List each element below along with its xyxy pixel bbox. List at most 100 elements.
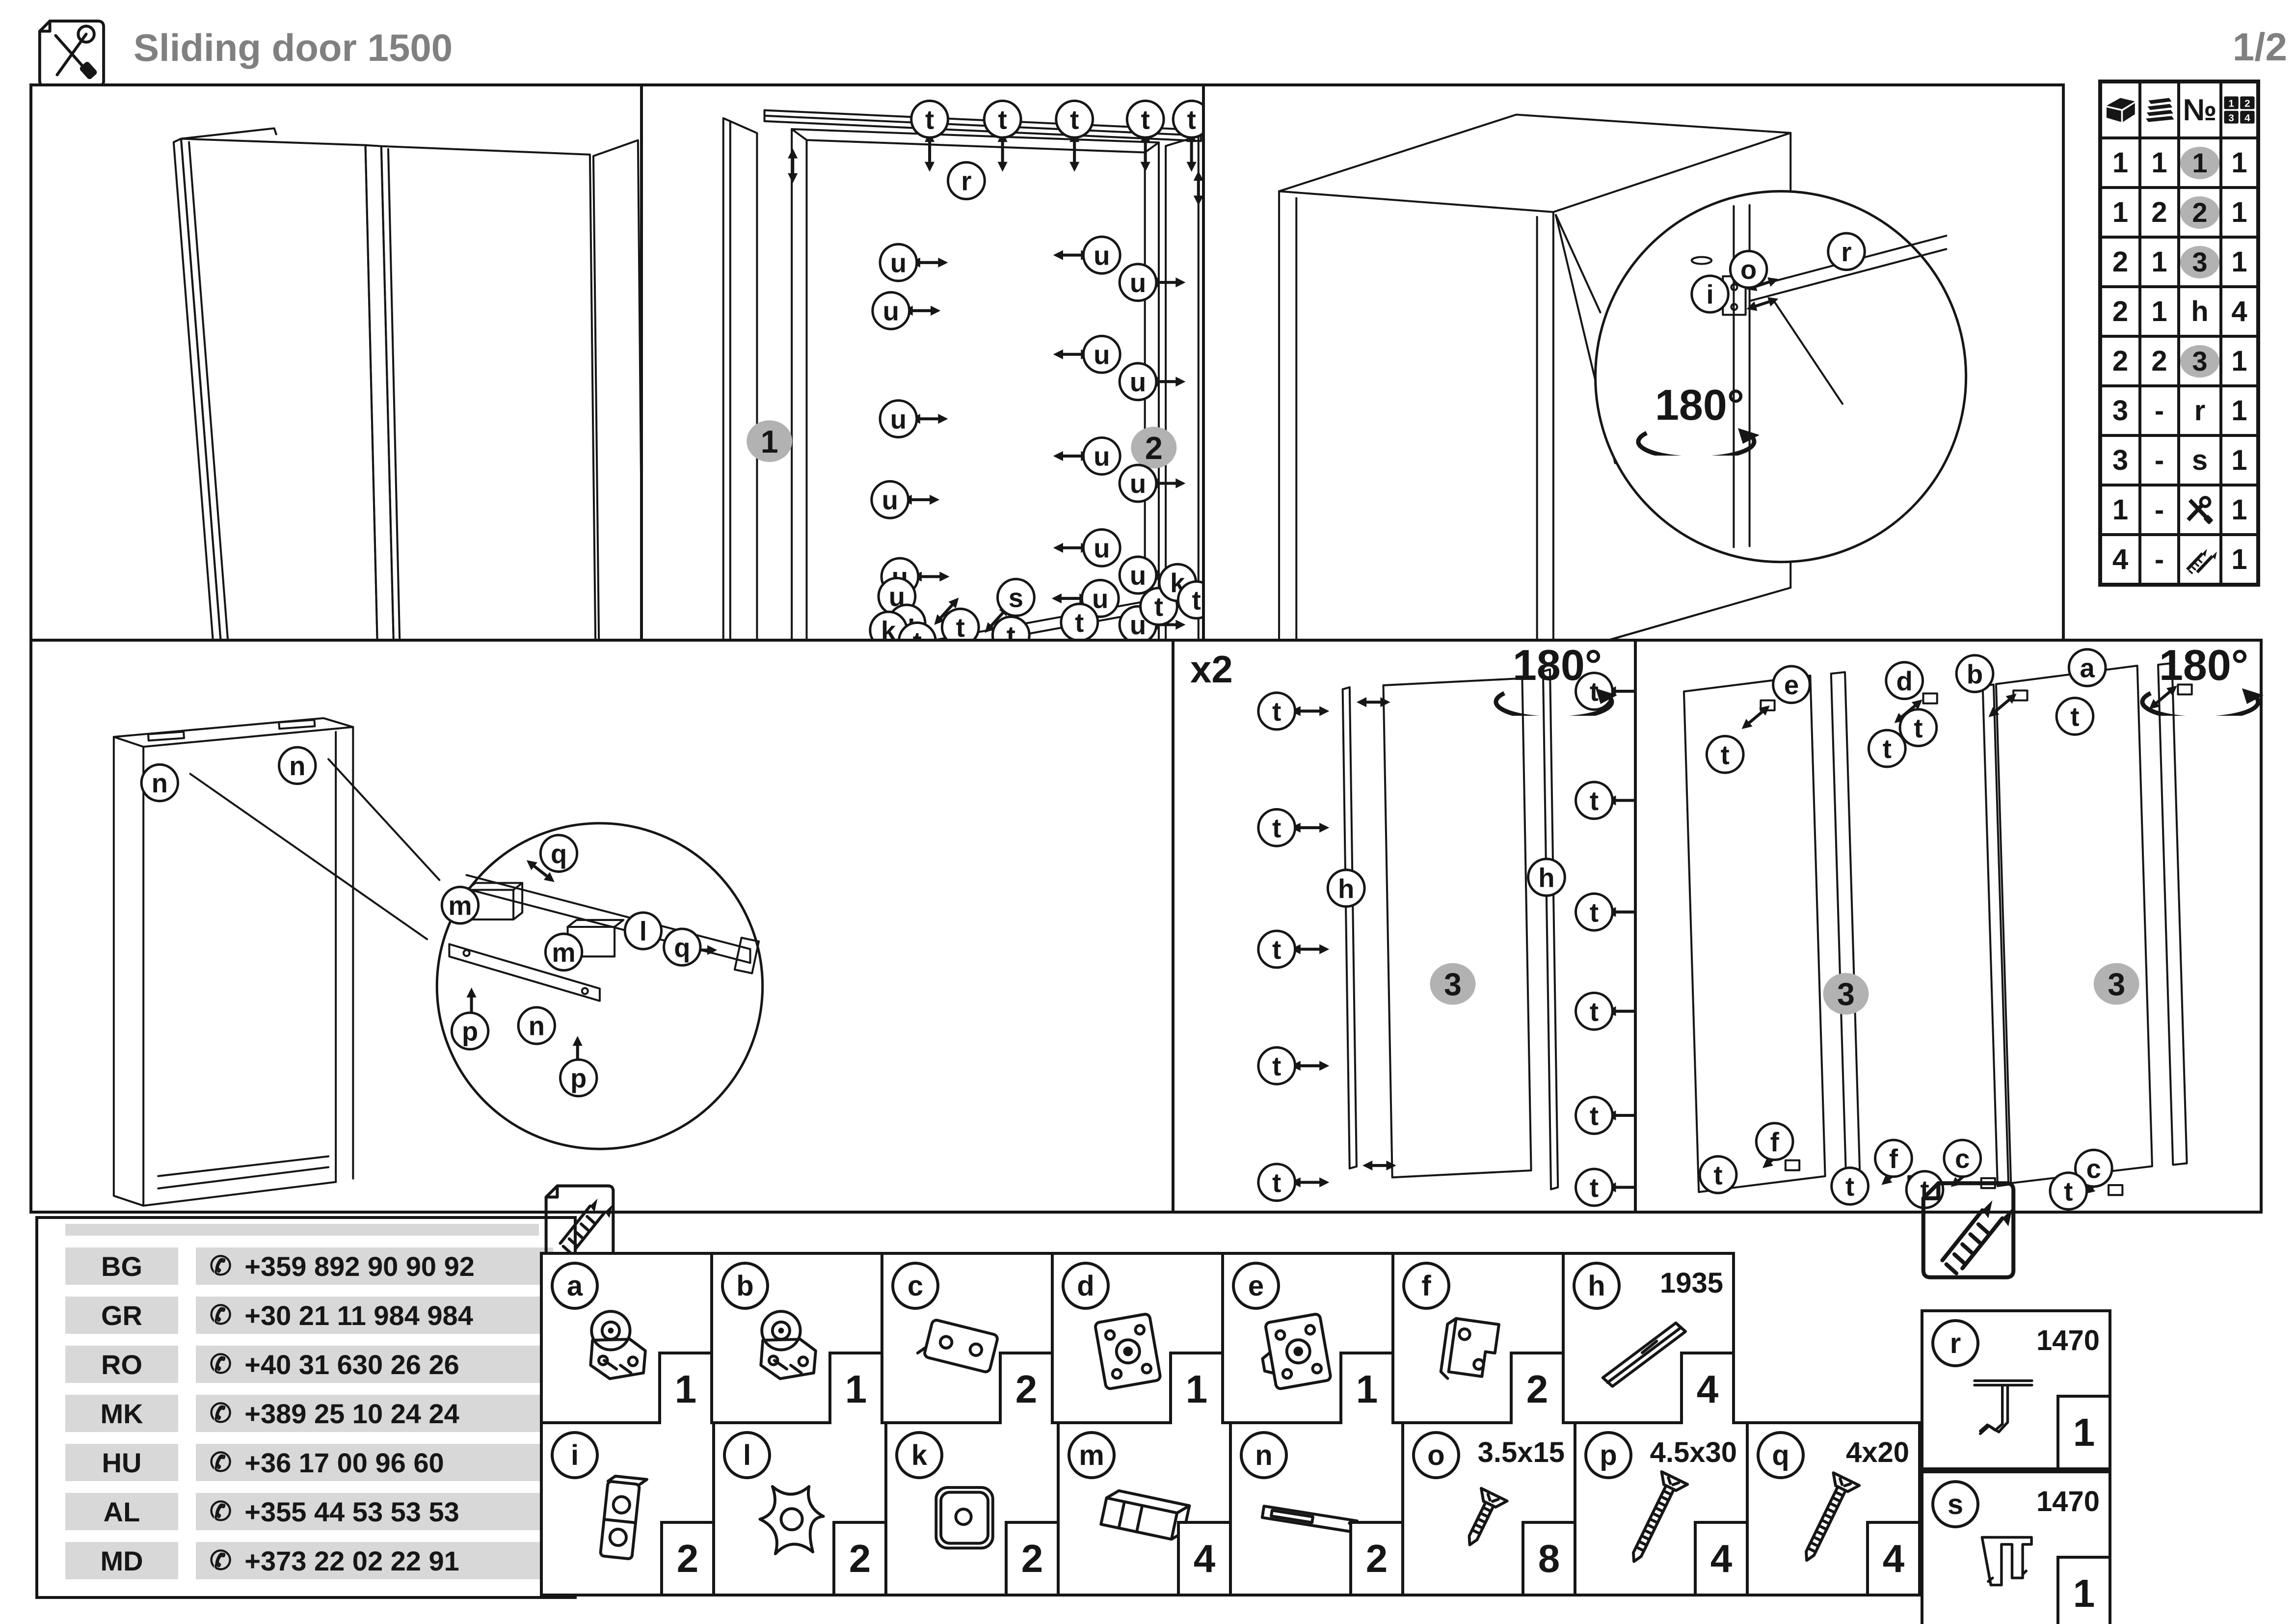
phone-row: AL✆+355 44 53 53 53	[65, 1493, 574, 1530]
phone-number-cell: ✆+355 44 53 53 53	[196, 1493, 553, 1530]
box-count-cell: 2	[2101, 287, 2140, 336]
part-quantity-label: 2	[1349, 1521, 1401, 1594]
phone-number-label: +36 17 00 96 60	[244, 1447, 444, 1478]
svg-text:t: t	[1007, 621, 1015, 645]
mount-plate-icon	[1094, 1313, 1162, 1390]
sheet-count-cell: 1	[2140, 138, 2179, 188]
step-number-badge: 1	[2180, 146, 2219, 179]
part-label-badge: t	[1172, 99, 1208, 139]
part-quantity-label: 2	[660, 1521, 712, 1594]
part-label-badge: b	[1955, 654, 1995, 694]
country-code-label: RO	[65, 1346, 178, 1383]
page-number: 1/2	[2232, 25, 2287, 69]
direction-arrow-icon	[1988, 693, 2017, 717]
svg-text:b: b	[1967, 659, 1983, 689]
part-quantity-label: 4	[1694, 1521, 1746, 1594]
phone-icon: ✆	[210, 1251, 232, 1281]
part-label-badge: u	[1118, 463, 1158, 503]
country-code-label: MD	[65, 1542, 178, 1579]
part-label-badge: t	[1176, 580, 1208, 620]
phone-number-label: +373 22 02 22 91	[244, 1545, 459, 1576]
svg-text:2: 2	[2244, 98, 2250, 109]
part-letter-badge: h	[1573, 1262, 1621, 1310]
phone-row: GR✆+30 21 11 984 984	[65, 1297, 574, 1334]
part-label-badge: t	[1257, 808, 1297, 847]
screw-icon	[1632, 1470, 1689, 1563]
phone-number-cell: ✆+30 21 11 984 984	[196, 1297, 553, 1334]
item-ref-cell	[2179, 535, 2221, 584]
part-label-badge: t	[1055, 99, 1095, 139]
part-size-label: 3.5x15	[1477, 1436, 1565, 1468]
part-label-badge: d	[1885, 661, 1924, 701]
rail-profile-icon	[1601, 1321, 1687, 1388]
item-ref-cell: h	[2179, 287, 2221, 336]
item-ref-cell: 3	[2179, 237, 2221, 287]
phone-row: RO✆+40 31 630 26 26	[65, 1346, 574, 1383]
clipped-row	[65, 1224, 539, 1236]
quantity-cell: 1	[2221, 188, 2258, 237]
top-track-detail-drawing: ior	[1278, 113, 1968, 645]
rotate-arrow-icon	[1636, 428, 1760, 456]
sheet-count-cell: 1	[2140, 237, 2179, 287]
svg-text:t: t	[1141, 105, 1150, 135]
part-label-badge: u	[1082, 528, 1121, 568]
svg-text:t: t	[1721, 740, 1730, 770]
phone-row: HU✆+36 17 00 96 60	[65, 1444, 574, 1481]
svg-text:u: u	[1130, 561, 1146, 591]
part-size-label: 1935	[1659, 1267, 1723, 1299]
svg-text:p: p	[570, 1063, 587, 1093]
part-size-label: 1470	[2036, 1486, 2100, 1517]
part-label-badge: u	[871, 291, 911, 330]
cap-pad-icon	[934, 1486, 994, 1550]
sheets-icon	[2145, 98, 2174, 122]
phone-number-cell: ✆+359 892 90 90 92	[196, 1247, 553, 1285]
part-letter-badge: f	[1402, 1262, 1450, 1310]
part-label-badge: t	[1060, 602, 1099, 642]
svg-text:1: 1	[2228, 98, 2234, 109]
part-quantity-label: 1	[658, 1352, 710, 1424]
part-quantity-label: 4	[1177, 1521, 1229, 1594]
part-label-badge: u	[1118, 362, 1158, 402]
part-quantity-label: 1	[1339, 1352, 1391, 1424]
part-label-badge: c	[2074, 1148, 2113, 1188]
step-panel-assembled-wardrobe	[29, 83, 649, 648]
mount-plate-icon	[1261, 1313, 1332, 1390]
part-label-badge: t	[1575, 991, 1614, 1031]
box-icon	[2107, 98, 2135, 122]
part-quantity-label: 2	[999, 1352, 1051, 1424]
part-label-badge: u	[879, 399, 918, 439]
part-quantity-label: 1	[1169, 1352, 1221, 1424]
tools-icon	[2187, 495, 2213, 524]
screws-icon	[2186, 548, 2217, 574]
direction-arrow-icon	[1290, 706, 1330, 716]
svg-text:u: u	[890, 248, 907, 278]
svg-text:u: u	[1094, 241, 1110, 271]
svg-text:u: u	[1094, 340, 1110, 370]
part-letter-badge: p	[1584, 1431, 1632, 1479]
top-track-profile-icon	[1973, 1379, 2033, 1435]
part-label-badge: t	[1575, 1096, 1614, 1135]
quantity-cell: 1	[2221, 535, 2258, 584]
svg-text:t: t	[1590, 786, 1599, 816]
part-letter-badge: e	[1232, 1262, 1280, 1310]
rotate-180-label: 180°	[2159, 641, 2248, 689]
direction-arrow-icon	[1741, 705, 1770, 729]
svg-text:u: u	[1130, 268, 1146, 298]
direction-arrow-icon	[934, 597, 959, 625]
part-size-label: 4.5x30	[1650, 1436, 1737, 1468]
part-label-badge: t	[1575, 1167, 1614, 1207]
step-number-badge: 2	[1131, 427, 1177, 469]
svg-text:t: t	[1192, 586, 1201, 616]
